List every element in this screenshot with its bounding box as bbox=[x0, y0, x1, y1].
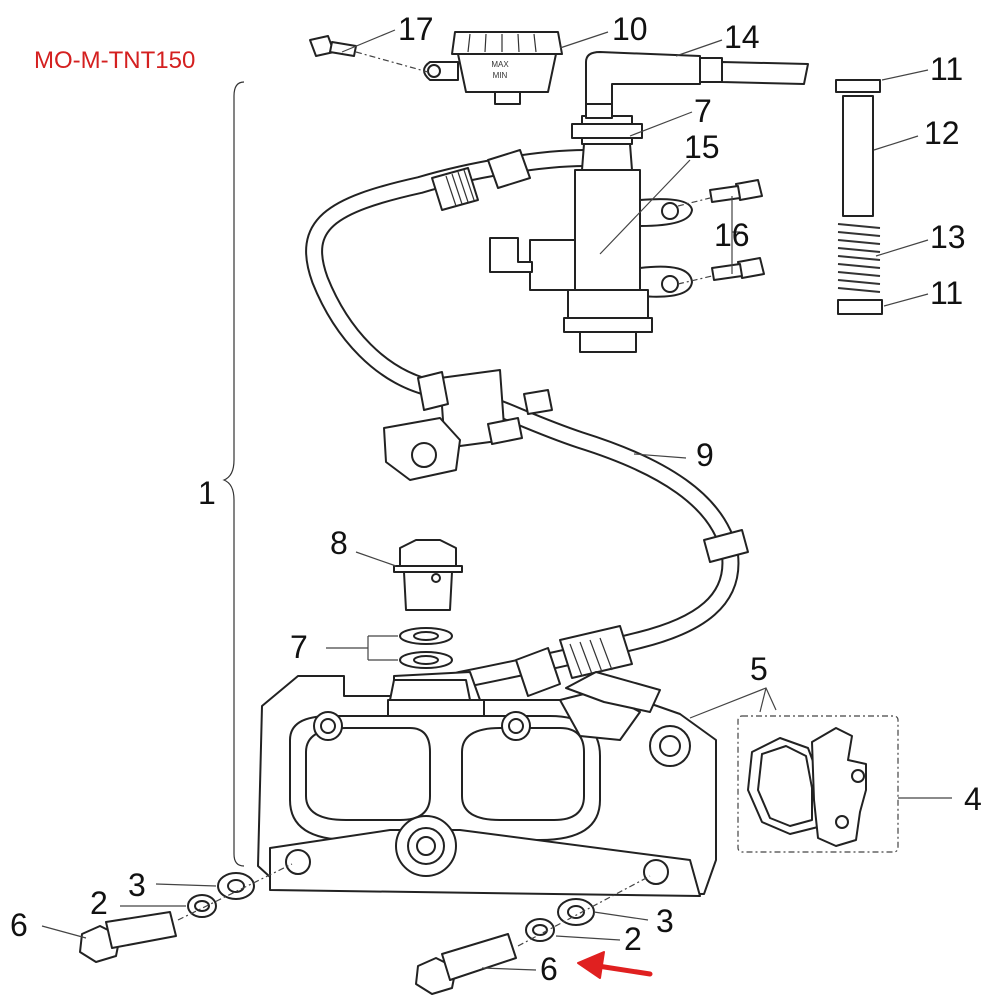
caliper-bolt-right bbox=[415, 933, 517, 995]
callout-2-left: 2 bbox=[90, 885, 108, 921]
brake-pad-set bbox=[737, 715, 899, 853]
hose-guide-clamp bbox=[383, 369, 553, 481]
callout-6-right: 6 bbox=[540, 951, 558, 987]
callout-15: 15 bbox=[684, 129, 720, 165]
hose-collar-bottom bbox=[515, 529, 749, 697]
callout-5: 5 bbox=[750, 651, 768, 687]
callout-17: 17 bbox=[398, 11, 434, 47]
reservoir-max-text: MAX bbox=[491, 60, 509, 69]
model-label: MO-M-TNT150 bbox=[34, 47, 195, 74]
banjo-outlet-fitting bbox=[585, 51, 809, 119]
callout-14: 14 bbox=[724, 19, 760, 55]
push-rod bbox=[842, 95, 874, 217]
callout-12: 12 bbox=[924, 115, 960, 151]
master-cylinder bbox=[489, 115, 693, 353]
highlight-arrow bbox=[577, 951, 653, 979]
push-rod-spring bbox=[837, 223, 881, 293]
flat-washer-right bbox=[557, 898, 595, 926]
callout-6-left: 6 bbox=[10, 907, 28, 943]
callout-7-bottom: 7 bbox=[290, 629, 308, 665]
bolt-axis-right bbox=[517, 875, 651, 947]
callout-1: 1 bbox=[198, 475, 216, 511]
brake-hose bbox=[305, 149, 740, 689]
push-rod-clip-top bbox=[835, 79, 881, 93]
callout-8: 8 bbox=[330, 525, 348, 561]
flat-washer-left bbox=[217, 872, 255, 900]
caliper-bolt-left bbox=[79, 911, 177, 963]
reservoir-screw bbox=[309, 35, 429, 73]
sealing-washer-upper bbox=[399, 627, 453, 645]
push-rod-clip-bottom bbox=[837, 299, 883, 315]
callout-10: 10 bbox=[612, 11, 648, 47]
callout-3-right: 3 bbox=[656, 903, 674, 939]
spring-washer-right bbox=[525, 918, 555, 942]
callout-13: 13 bbox=[930, 219, 966, 255]
banjo-bolt bbox=[393, 539, 463, 611]
spring-washer-left bbox=[187, 894, 217, 918]
callout-7-top: 7 bbox=[694, 93, 712, 129]
assembly-brace bbox=[222, 81, 245, 867]
callout-11-top: 11 bbox=[930, 51, 963, 87]
brake-caliper bbox=[257, 671, 717, 897]
master-cylinder-bolt-upper bbox=[677, 179, 763, 207]
callout-2-right: 2 bbox=[624, 921, 642, 957]
sealing-washer-lower bbox=[399, 651, 453, 669]
callout-16: 16 bbox=[714, 217, 750, 253]
callout-3-left: 3 bbox=[128, 867, 146, 903]
callout-9: 9 bbox=[696, 437, 714, 473]
reservoir-min-text: MIN bbox=[493, 71, 508, 80]
master-cylinder-bolt-lower bbox=[677, 257, 765, 285]
leader-lines bbox=[41, 29, 952, 971]
callout-4: 4 bbox=[964, 781, 982, 817]
brake-fluid-reservoir: MAX MIN bbox=[423, 31, 563, 105]
callout-11-bottom: 11 bbox=[930, 275, 963, 311]
hose-collar-top bbox=[431, 149, 531, 211]
